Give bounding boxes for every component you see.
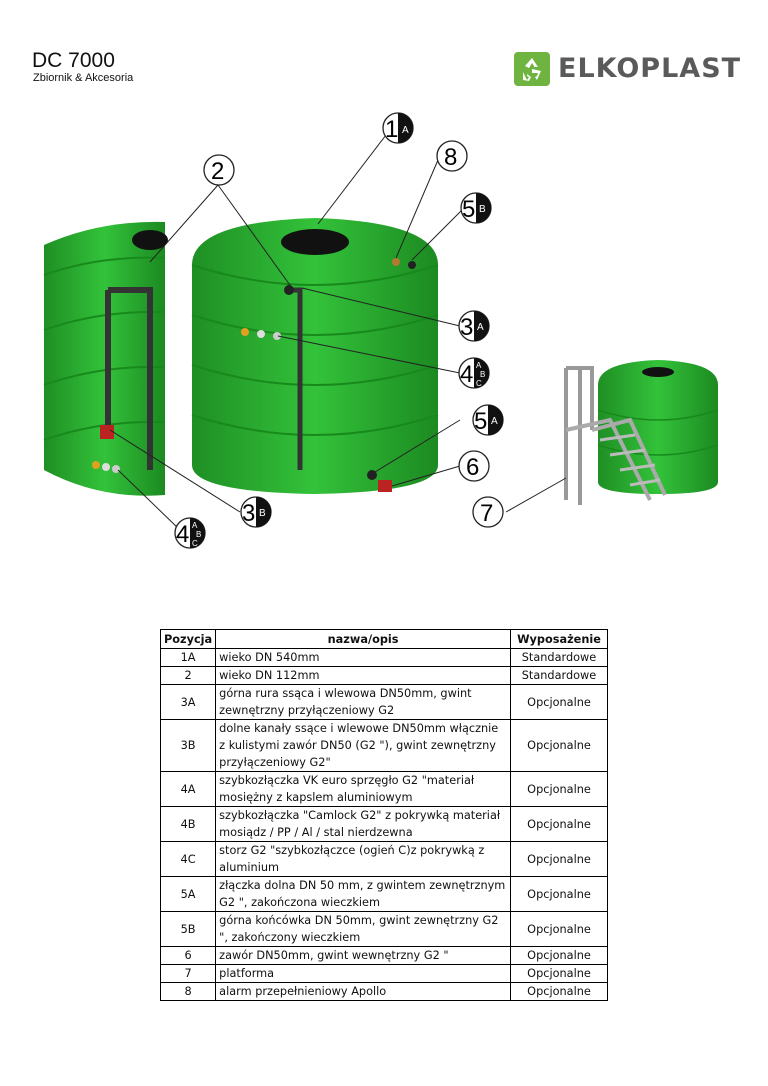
row-equipment: Opcjonalne [510, 946, 608, 965]
row-equipment: Opcjonalne [510, 684, 608, 720]
header-description: nazwa/opis [215, 629, 511, 649]
table-row: 7 platforma Opcjonalne [159, 964, 608, 983]
callout-5a: 5 A [472, 404, 504, 436]
callout-6: 6 [458, 450, 490, 482]
row-description: szybkozłączka "Camlock G2" z pokrywką ma… [215, 806, 511, 842]
page-subtitle: Zbiornik & Akcesoria [33, 72, 134, 84]
row-position: 8 [159, 982, 217, 1001]
svg-text:A: A [192, 521, 198, 530]
svg-text:C: C [192, 539, 198, 548]
table-row: 4B szybkozłączka "Camlock G2" z pokrywką… [159, 806, 608, 842]
row-position: 1A [159, 648, 217, 667]
svg-text:C: C [476, 379, 482, 388]
header-position: Pozycja [159, 629, 217, 649]
table-row: 5B górna końcówka DN 50mm, gwint zewnętr… [159, 911, 608, 947]
tank-with-platform [564, 360, 719, 505]
tank-diagram: 1 A 2 8 5 B 3 A 4 A B C 5 A 6 [43, 112, 719, 549]
row-description: alarm przepełnieniowy Apollo [215, 982, 511, 1001]
svg-text:B: B [479, 204, 486, 215]
elkoplast-logo: ELKOPLAST [514, 52, 740, 88]
callout-4abc-left: 4 A B C [174, 517, 206, 549]
row-position: 2 [159, 666, 217, 685]
row-position: 7 [159, 964, 217, 983]
svg-text:3: 3 [460, 314, 473, 341]
table-row: 4C storz G2 "szybkozłączce (ogień C)z po… [159, 841, 608, 877]
recycle-icon [514, 52, 550, 86]
table-row: 3A górna rura ssąca i wlewowa DN50mm, gw… [159, 684, 608, 720]
row-equipment: Standardowe [510, 648, 608, 667]
svg-text:4: 4 [176, 521, 189, 548]
callout-3a: 3 A [458, 310, 490, 342]
table-row: 4A szybkozłączka VK euro sprzęgło G2 "ma… [159, 771, 608, 807]
svg-text:6: 6 [466, 454, 479, 481]
callout-4abc-right: 4 A B C [458, 357, 490, 389]
table-row: 3B dolne kanały ssące i wlewowe DN50mm w… [159, 719, 608, 772]
svg-text:A: A [476, 361, 482, 370]
svg-text:1: 1 [385, 116, 398, 143]
svg-text:3: 3 [242, 500, 255, 527]
table-row: 8 alarm przepełnieniowy Apollo Opcjonaln… [159, 982, 608, 1001]
row-equipment: Opcjonalne [510, 841, 608, 877]
callout-2: 2 [203, 154, 235, 186]
page-title: DC 7000 [32, 49, 115, 72]
row-description: szybkozłączka VK euro sprzęgło G2 "mater… [215, 771, 511, 807]
row-equipment: Opcjonalne [510, 982, 608, 1001]
row-equipment: Standardowe [510, 666, 608, 685]
row-equipment: Opcjonalne [510, 806, 608, 842]
callout-3b: 3 B [240, 496, 272, 528]
row-description: wieko DN 540mm [215, 648, 511, 667]
row-equipment: Opcjonalne [510, 771, 608, 807]
table-header-row: Pozycja nazwa/opis Wyposażenie [159, 629, 608, 649]
row-description: dolne kanały ssące i wlewowe DN50mm włąc… [215, 719, 511, 772]
svg-text:A: A [491, 416, 498, 427]
row-description: platforma [215, 964, 511, 983]
row-equipment: Opcjonalne [510, 911, 608, 947]
logo-text: ELKOPLAST [558, 53, 742, 84]
svg-text:A: A [477, 322, 484, 333]
left-tank-cutaway [43, 221, 168, 496]
svg-text:5: 5 [474, 408, 487, 435]
callout-8: 8 [436, 140, 468, 172]
svg-text:A: A [402, 125, 409, 136]
svg-text:B: B [259, 508, 266, 519]
row-description: górna rura ssąca i wlewowa DN50mm, gwint… [215, 684, 511, 720]
spec-table: Pozycja nazwa/opis Wyposażenie 1A wieko … [159, 629, 608, 1001]
row-equipment: Opcjonalne [510, 719, 608, 772]
row-description: zawór DN50mm, gwint wewnętrzny G2 " [215, 946, 511, 965]
svg-text:5: 5 [462, 196, 475, 223]
table-row: 6 zawór DN50mm, gwint wewnętrzny G2 " Op… [159, 946, 608, 965]
row-description: złączka dolna DN 50 mm, z gwintem zewnęt… [215, 876, 511, 912]
svg-text:B: B [196, 530, 201, 539]
leader-lines [109, 134, 567, 531]
callout-5b: 5 B [460, 192, 492, 224]
row-position: 5B [159, 911, 217, 947]
svg-text:7: 7 [480, 500, 493, 527]
row-position: 3B [159, 719, 217, 772]
svg-text:B: B [480, 370, 485, 379]
row-position: 4B [159, 806, 217, 842]
callout-7: 7 [472, 496, 504, 528]
main-tank [191, 218, 439, 494]
svg-text:2: 2 [211, 158, 224, 185]
row-description: wieko DN 112mm [215, 666, 511, 685]
table-row: 2 wieko DN 112mm Standardowe [159, 666, 608, 685]
row-description: górna końcówka DN 50mm, gwint zewnętrzny… [215, 911, 511, 947]
header-equipment: Wyposażenie [510, 629, 608, 649]
table-row: 1A wieko DN 540mm Standardowe [159, 648, 608, 667]
row-description: storz G2 "szybkozłączce (ogień C)z pokry… [215, 841, 511, 877]
row-equipment: Opcjonalne [510, 876, 608, 912]
row-position: 5A [159, 876, 217, 912]
callout-1a: 1 A [382, 112, 414, 144]
svg-text:8: 8 [444, 144, 457, 171]
row-position: 3A [159, 684, 217, 720]
row-position: 4C [159, 841, 217, 877]
row-equipment: Opcjonalne [510, 964, 608, 983]
table-row: 5A złączka dolna DN 50 mm, z gwintem zew… [159, 876, 608, 912]
row-position: 6 [159, 946, 217, 965]
svg-text:4: 4 [460, 361, 473, 388]
row-position: 4A [159, 771, 217, 807]
